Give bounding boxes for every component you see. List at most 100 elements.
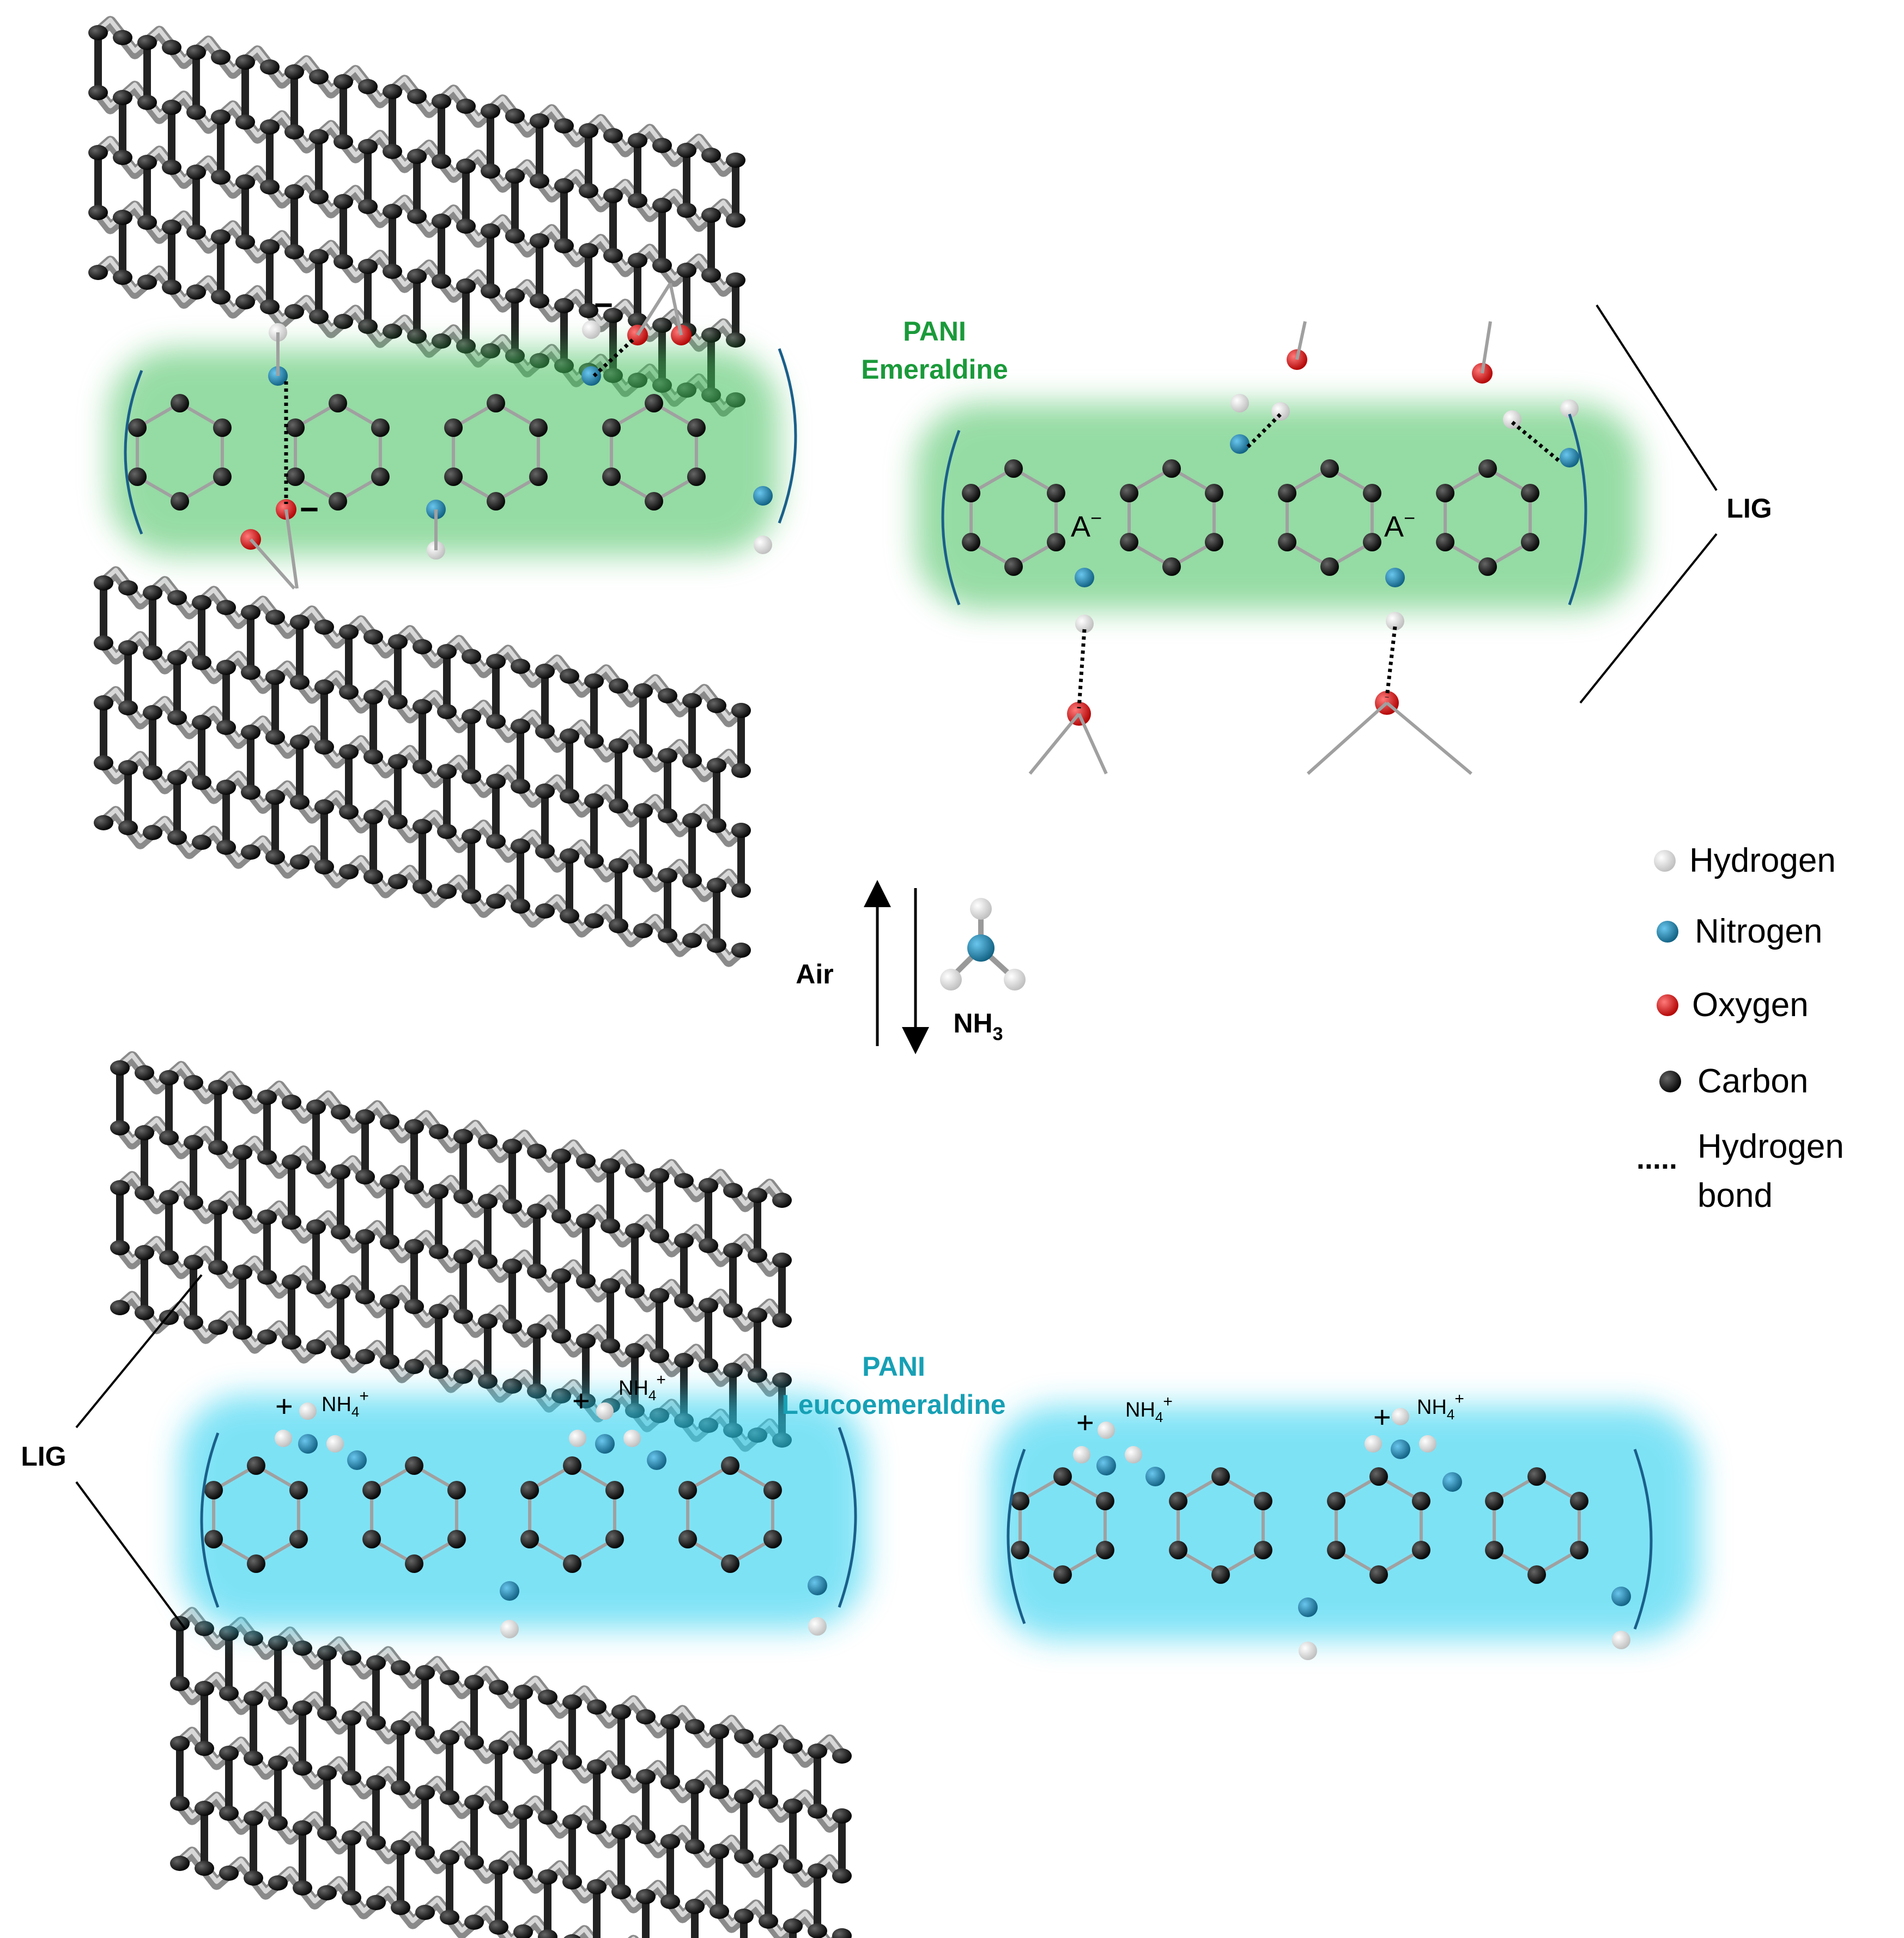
svg-text:−: − <box>594 287 613 323</box>
carbon-atom <box>192 835 211 850</box>
carbon-atom <box>772 1193 792 1208</box>
carbon-atom <box>355 1229 375 1244</box>
carbon-atom <box>371 418 390 437</box>
anion-label-1: A− <box>1071 507 1102 543</box>
carbon-atom <box>186 45 206 60</box>
carbon-atom <box>1527 1565 1546 1584</box>
carbon-atom <box>502 1259 522 1274</box>
carbon-atom <box>241 665 260 680</box>
carbon-atom <box>611 1824 631 1839</box>
nh3-hydrogen-atom <box>970 898 992 920</box>
carbon-atom <box>355 1109 375 1125</box>
carbon-atom <box>383 84 402 99</box>
carbon-atom <box>128 418 147 437</box>
carbon-atom <box>453 1249 473 1264</box>
carbon-atom <box>137 215 157 230</box>
carbon-atom <box>260 239 280 254</box>
carbon-atom <box>405 1456 423 1475</box>
carbon-atom <box>88 145 108 160</box>
carbon-atom <box>603 308 623 323</box>
carbon-atom <box>268 1815 288 1831</box>
carbon-atom <box>603 128 623 143</box>
carbon-atom <box>233 1325 252 1340</box>
carbon-atom <box>554 298 574 313</box>
carbon-atom <box>366 1835 386 1850</box>
carbon-atom <box>309 69 329 84</box>
carbon-atom <box>609 738 628 754</box>
carbon-atom <box>538 1869 557 1885</box>
carbon-atom <box>282 1095 301 1110</box>
carbon-atom <box>440 1730 459 1745</box>
carbon-atom <box>208 1260 228 1275</box>
carbon-atom <box>358 139 378 154</box>
carbon-atom <box>88 85 108 100</box>
benzene-ring <box>286 394 390 511</box>
carbon-atom <box>560 728 579 744</box>
carbon-atom <box>734 1729 754 1744</box>
carbon-atom <box>489 1800 508 1815</box>
carbon-atom <box>563 1934 581 1938</box>
carbon-atom <box>293 1880 312 1896</box>
carbon-atom <box>333 194 353 209</box>
carbon-atom <box>1527 1467 1546 1486</box>
benzene-ring <box>128 394 232 511</box>
carbon-atom <box>429 1244 448 1259</box>
carbon-atom <box>260 299 280 314</box>
hydrogen-atom <box>299 1402 317 1420</box>
carbon-atom <box>171 394 189 412</box>
carbon-atom <box>110 1240 130 1255</box>
carbon-atom <box>535 724 555 739</box>
nitrogen-atom <box>500 1581 519 1601</box>
carbon-atom <box>609 858 628 873</box>
carbon-atom <box>1362 484 1381 502</box>
carbon-atom <box>759 1734 778 1749</box>
carbon-atom <box>1204 484 1223 502</box>
carbon-atom <box>701 268 721 283</box>
carbon-atom <box>314 679 334 695</box>
carbon-atom <box>562 1694 582 1710</box>
carbon-atom <box>486 654 506 669</box>
carbon-atom <box>587 1879 607 1894</box>
carbon-atom <box>748 1368 767 1383</box>
carbon-atom <box>110 1060 130 1076</box>
carbon-atom <box>551 1208 571 1224</box>
carbon-atom <box>628 133 647 148</box>
carbon-atom <box>453 1189 473 1204</box>
carbon-atom <box>609 798 628 813</box>
carbon-atom <box>587 1699 607 1715</box>
carbon-atom <box>772 1313 792 1328</box>
carbon-atom <box>658 688 677 703</box>
carbon-atom <box>464 1795 484 1810</box>
carbon-atom <box>195 1621 214 1636</box>
carbon-atom <box>118 820 138 835</box>
carbon-atom <box>609 918 628 933</box>
carbon-atom <box>211 169 231 185</box>
hydrogen-atom <box>326 1435 344 1453</box>
carbon-atom <box>481 163 500 179</box>
carbon-atom <box>511 898 530 914</box>
carbon-atom <box>413 819 432 834</box>
carbon-atom <box>309 189 329 204</box>
carbon-atom <box>388 814 408 829</box>
carbon-atom <box>650 1168 669 1183</box>
pani-leuco-label-line2: Leucoemeraldine <box>781 1389 1005 1420</box>
carbon-atom <box>605 1530 624 1548</box>
carbon-atom <box>520 1530 539 1548</box>
carbon-atom <box>405 1554 423 1573</box>
carbon-atom <box>628 193 647 208</box>
nh3-hydrogen-atom <box>940 969 962 991</box>
nitrogen-atom <box>1442 1472 1462 1492</box>
carbon-atom <box>1569 1541 1588 1559</box>
carbon-atom <box>306 1159 326 1175</box>
carbon-atom <box>584 733 604 749</box>
carbon-atom <box>94 575 113 591</box>
graphene-carbon-atoms <box>170 1616 852 1938</box>
carbon-atom <box>538 1809 557 1825</box>
benzene-ring <box>204 1456 308 1573</box>
carbon-atom <box>333 314 353 329</box>
carbon-atom <box>602 467 621 486</box>
carbon-atom <box>511 839 530 854</box>
carbon-atom <box>211 289 231 305</box>
carbon-atom <box>186 284 206 300</box>
carbon-atom <box>216 840 236 855</box>
